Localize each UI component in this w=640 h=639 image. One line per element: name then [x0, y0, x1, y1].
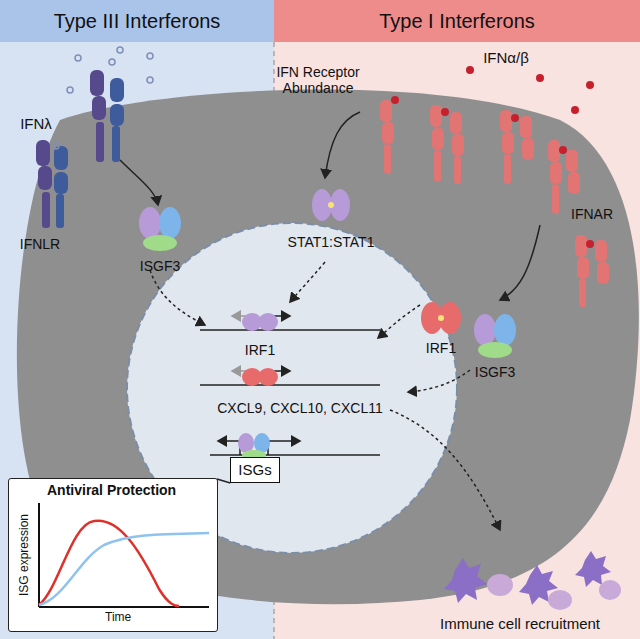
axis-label: Time — [105, 610, 131, 624]
protein-label: IRF1 — [426, 340, 456, 356]
complex-label: STAT1:STAT1 — [288, 234, 375, 250]
ligand-label: IFNα/β — [483, 49, 529, 66]
inset-title: Antiviral Protection — [47, 482, 176, 498]
header-band: Type III Interferons — [0, 0, 274, 42]
note-label: IFN Receptor Abundance — [268, 64, 368, 96]
gene-label: ISGs — [238, 461, 271, 478]
header-title: Type I Interferons — [379, 10, 535, 33]
gene-label: CXCL9, CXCL10, CXCL11 — [217, 400, 382, 416]
ligand-label: IFNλ — [20, 115, 52, 132]
gene-box: ISGs — [230, 457, 279, 483]
complex-label: ISGF3 — [475, 364, 515, 380]
complex-label: ISGF3 — [140, 258, 180, 274]
receptor-label: IFNAR — [571, 206, 613, 222]
header-title: Type III Interferons — [54, 10, 221, 33]
axis-label: ISG expression — [17, 514, 31, 596]
caption-label: Immune cell recruitment — [440, 615, 600, 632]
leader-connector — [217, 479, 230, 483]
gene-label: IRF1 — [245, 342, 275, 358]
inset-graph: Antiviral ProtectionISG expressionTime — [8, 478, 218, 632]
receptor-label: IFNLR — [20, 236, 60, 252]
header-band: Type I Interferons — [274, 0, 640, 42]
graph-plot — [9, 479, 216, 630]
